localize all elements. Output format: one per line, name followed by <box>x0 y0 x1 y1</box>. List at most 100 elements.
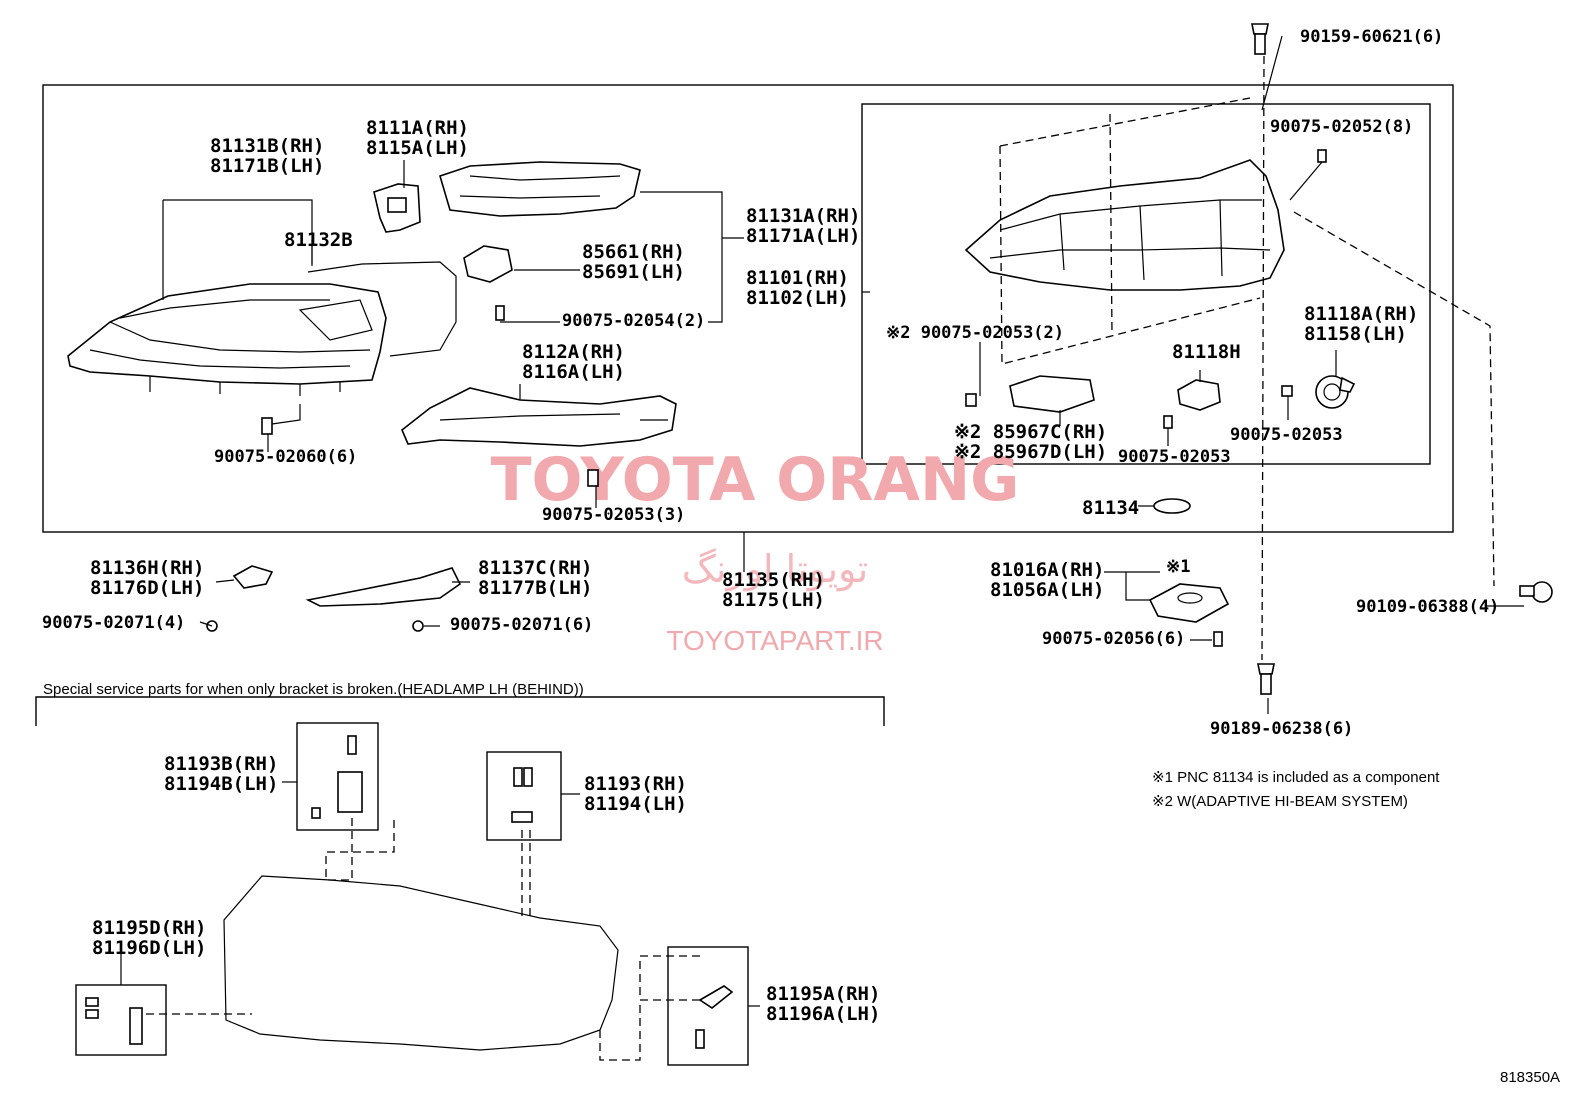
ecu-85967c[interactable] <box>1009 375 1095 413</box>
seal-ring-81134[interactable] <box>1153 498 1191 514</box>
screw-90075-02071-6[interactable] <box>412 620 424 632</box>
headlamp-behind-outline <box>223 875 619 1051</box>
ecu-85661[interactable] <box>463 245 513 283</box>
housing-bracket-81131a[interactable] <box>439 161 641 217</box>
dash-housing-side <box>999 145 1261 365</box>
dash-vertical-bolts <box>1261 55 1265 661</box>
leveling-motor-81118a[interactable] <box>1315 375 1356 409</box>
screw-90075-02053-3[interactable] <box>587 469 599 487</box>
cover-81137c[interactable] <box>305 567 462 607</box>
label-81134: 81134 <box>1082 497 1139 519</box>
label-81016a: 81016A(RH) <box>990 559 1104 581</box>
dash-right-bolt <box>1293 211 1495 587</box>
label-81136h: 81136H(RH) <box>90 557 204 579</box>
headlamp-housing[interactable] <box>964 159 1285 291</box>
dash-81193b <box>325 818 395 881</box>
label-81195d: 81195D(RH) <box>92 917 206 939</box>
service-parts-caption: Special service parts for when only brac… <box>43 681 584 698</box>
label-81196a: 81196A(LH) <box>766 1003 880 1025</box>
label-85967d: ※2 85967D(LH) <box>954 441 1107 463</box>
label-90075-02053-2: ※2 90075-02053(2) <box>886 323 1064 343</box>
label-90075-02052: 90075-02052(8) <box>1270 117 1413 137</box>
label-81194: 81194(LH) <box>584 793 687 815</box>
watermark-brand-persian: تویوتا اورنگ <box>682 547 869 592</box>
dash-81195a <box>599 955 700 1061</box>
watermark-brand: TOYOTA ORANG <box>491 445 1020 515</box>
label-81131b: 81131B(RH) <box>210 135 324 157</box>
housing-sub-box <box>861 103 1431 465</box>
label-90075-02053-a: 90075-02053 <box>1118 447 1231 467</box>
bracket-81193b[interactable] <box>311 735 363 819</box>
diagram-code: 818350A <box>1500 1069 1560 1086</box>
label-90159-60621: 90159-60621(6) <box>1300 27 1443 47</box>
label-81118a: 81118A(RH) <box>1304 303 1418 325</box>
label-85967c: ※2 85967C(RH) <box>954 421 1107 443</box>
label-81176d: 81176D(LH) <box>90 577 204 599</box>
label-81131a: 81131A(RH) <box>746 205 860 227</box>
label-81118h: 81118H <box>1172 341 1241 363</box>
watermark-site: TOYOTAPART.IR <box>666 625 883 656</box>
label-81135: 81135(RH) <box>722 569 825 591</box>
lamp-module-81016a[interactable] <box>1148 583 1230 623</box>
label-81196d: 81196D(LH) <box>92 937 206 959</box>
label-81195a: 81195A(RH) <box>766 983 880 1005</box>
label-90075-02054: 90075-02054(2) <box>562 311 705 331</box>
label-90189-06238: 90189-06238(6) <box>1210 719 1353 739</box>
label-90075-02056: 90075-02056(6) <box>1042 629 1185 649</box>
dash-housing-top <box>999 97 1251 147</box>
cover-81136h[interactable] <box>232 565 274 589</box>
label-8115a: 8115A(LH) <box>366 137 469 159</box>
part-labels: 81131B(RH) 81171B(LH) 8111A(RH) 8115A(LH… <box>42 27 1499 1025</box>
label-8112a: 8112A(RH) <box>522 341 625 363</box>
label-81056a: 81056A(LH) <box>990 579 1104 601</box>
screw-90075-02053-2[interactable] <box>965 393 977 407</box>
bracket-8111a[interactable] <box>373 183 421 233</box>
bracket-81195a[interactable] <box>695 985 734 1049</box>
dash-housing-center <box>1109 113 1113 335</box>
label-81102: 81102(LH) <box>746 287 849 309</box>
label-note1-mark: ※1 <box>1166 557 1190 577</box>
label-81137c: 81137C(RH) <box>478 557 592 579</box>
screw-90075-02060[interactable] <box>261 417 273 435</box>
bracket-81195d[interactable] <box>85 997 143 1045</box>
screw-90075-02056[interactable] <box>1213 631 1223 647</box>
note-1: ※1 PNC 81134 is included as a component <box>1152 769 1440 786</box>
label-81175: 81175(LH) <box>722 589 825 611</box>
leader-lines <box>120 35 1524 1007</box>
label-90075-02071-6: 90075-02071(6) <box>450 615 593 635</box>
label-81171b: 81171B(LH) <box>210 155 324 177</box>
main-assembly-box <box>42 84 1454 533</box>
module-81118h[interactable] <box>1177 379 1221 411</box>
label-81158: 81158(LH) <box>1304 323 1407 345</box>
label-90075-02060: 90075-02060(6) <box>214 447 357 467</box>
label-90075-02053-b: 90075-02053 <box>1230 425 1343 445</box>
label-90075-02071-4: 90075-02071(4) <box>42 613 185 633</box>
screw-90075-02052[interactable] <box>1317 149 1327 163</box>
label-8111a: 8111A(RH) <box>366 117 469 139</box>
dash-81193 <box>521 830 531 918</box>
label-81171a: 81171A(LH) <box>746 225 860 247</box>
bolt-90109-06388[interactable] <box>1519 581 1553 603</box>
screw-90075-02053-b[interactable] <box>1281 385 1293 397</box>
label-81177b: 81177B(LH) <box>478 577 592 599</box>
label-90075-02053-3: 90075-02053(3) <box>542 505 685 525</box>
screw-90075-02053-a[interactable] <box>1163 415 1173 429</box>
label-81132b: 81132B <box>284 229 353 251</box>
bolt-90189-06238[interactable] <box>1257 663 1275 695</box>
bolt-90159-60621[interactable] <box>1251 23 1269 55</box>
label-8116a: 8116A(LH) <box>522 361 625 383</box>
note-2: ※2 W(ADAPTIVE HI-BEAM SYSTEM) <box>1152 793 1408 810</box>
headlamp-lens-assembly[interactable] <box>67 283 387 396</box>
label-81193b: 81193B(RH) <box>164 753 278 775</box>
bracket-81195d-box <box>75 984 167 1056</box>
bracket-81193-box <box>486 751 562 841</box>
screw-90075-02054[interactable] <box>495 305 505 321</box>
label-81101: 81101(RH) <box>746 267 849 289</box>
garnish-8112a[interactable] <box>401 387 677 447</box>
label-81193: 81193(RH) <box>584 773 687 795</box>
bracket-81193[interactable] <box>511 767 533 823</box>
headlamp-seal-gasket[interactable] <box>307 261 457 357</box>
service-parts-bracket-line <box>35 696 885 726</box>
